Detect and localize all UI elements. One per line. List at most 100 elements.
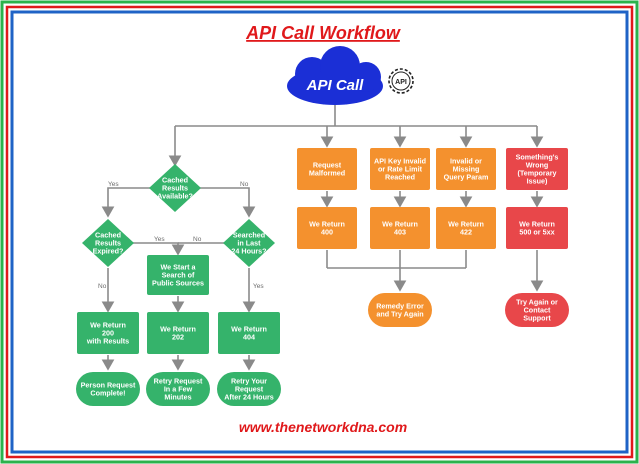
node-label: After 24 Hours [224,393,274,402]
node-label: Search of [162,271,195,280]
yes-label: Yes [253,283,264,290]
footer-url: www.thenetworkdna.com [239,419,407,435]
node-label: or Rate Limit [378,165,423,174]
node-label: Available? [157,192,193,201]
node-label: Public Sources [152,279,204,288]
node-label: Person Request [81,381,136,390]
node-shape [506,207,568,249]
node-shape [370,148,430,190]
node-shape [297,207,357,249]
node-shape [76,372,140,406]
node-label: Try Again or [516,298,558,307]
node-shape [505,293,569,327]
node-label: Query Param [444,173,489,182]
node-label: Searched [233,231,265,240]
node-label: We Return [90,321,126,330]
node-label: 404 [243,333,255,342]
start-label: API Call [306,77,365,94]
node-label: Expired? [93,247,124,256]
connectors [101,105,544,371]
node-shape [146,372,210,406]
node-shape [436,207,496,249]
node-label: Cached [162,176,188,185]
node-shape [370,207,430,249]
node-label: (Temporary [517,169,556,178]
node-label: We Return [160,325,196,334]
node-shape [147,312,209,354]
no-label: No [98,283,107,290]
node-label: 403 [394,228,406,237]
node-label: 202 [172,333,184,342]
node-shape [223,219,275,267]
node-shape [506,148,568,190]
node-label: We Return [231,325,267,334]
node-label: We Start a [160,263,196,272]
node-label: in Last [237,239,261,248]
node-label: We Return [309,220,345,229]
no-label: No [193,236,202,243]
node-label: We Return [382,220,418,229]
node-label: Retry Your [231,377,267,386]
node-shape [297,148,357,190]
page-title: API Call Workflow [245,23,401,43]
no-label: No [240,181,249,188]
node-shape [82,219,134,267]
node-label: Results [95,239,121,248]
node-label: Missing [453,165,480,174]
yes-label: Yes [154,236,165,243]
node-label: Malformed [309,169,345,178]
node-label: Request [235,385,264,394]
node-label: 24 Hours? [231,247,266,256]
node-label: Minutes [164,393,191,402]
api-badge-label: API [395,79,407,86]
branch-labels: Yes No Yes No No Yes [98,181,264,290]
node-label: 200 [102,329,114,338]
node-label: In a Few [164,385,193,394]
node-label: 400 [321,228,333,237]
node-shape [77,312,139,354]
node-label: We Return [519,220,555,229]
node-label: Complete! [90,389,125,398]
node-label: with Results [86,337,129,346]
node-label: Contact [524,306,551,315]
node-label: Request [313,161,342,170]
node-shape [368,293,432,327]
node-label: Wrong [526,161,549,170]
node-shape [217,372,281,406]
node-label: We Return [448,220,484,229]
node-shape [149,164,201,212]
node-label: Remedy Error [376,302,424,311]
node-shape [147,255,209,295]
api-gear-icon: API [388,68,414,94]
node-shape [436,148,496,190]
node-label: Results [162,184,188,193]
yes-label: Yes [108,181,119,188]
node-shape [218,312,280,354]
node-label: 500 or 5xx [519,228,554,237]
node-label: Issue) [527,177,548,186]
nodes: CachedResultsAvailable?CachedResultsExpi… [76,148,569,406]
node-label: Reached [385,173,415,182]
